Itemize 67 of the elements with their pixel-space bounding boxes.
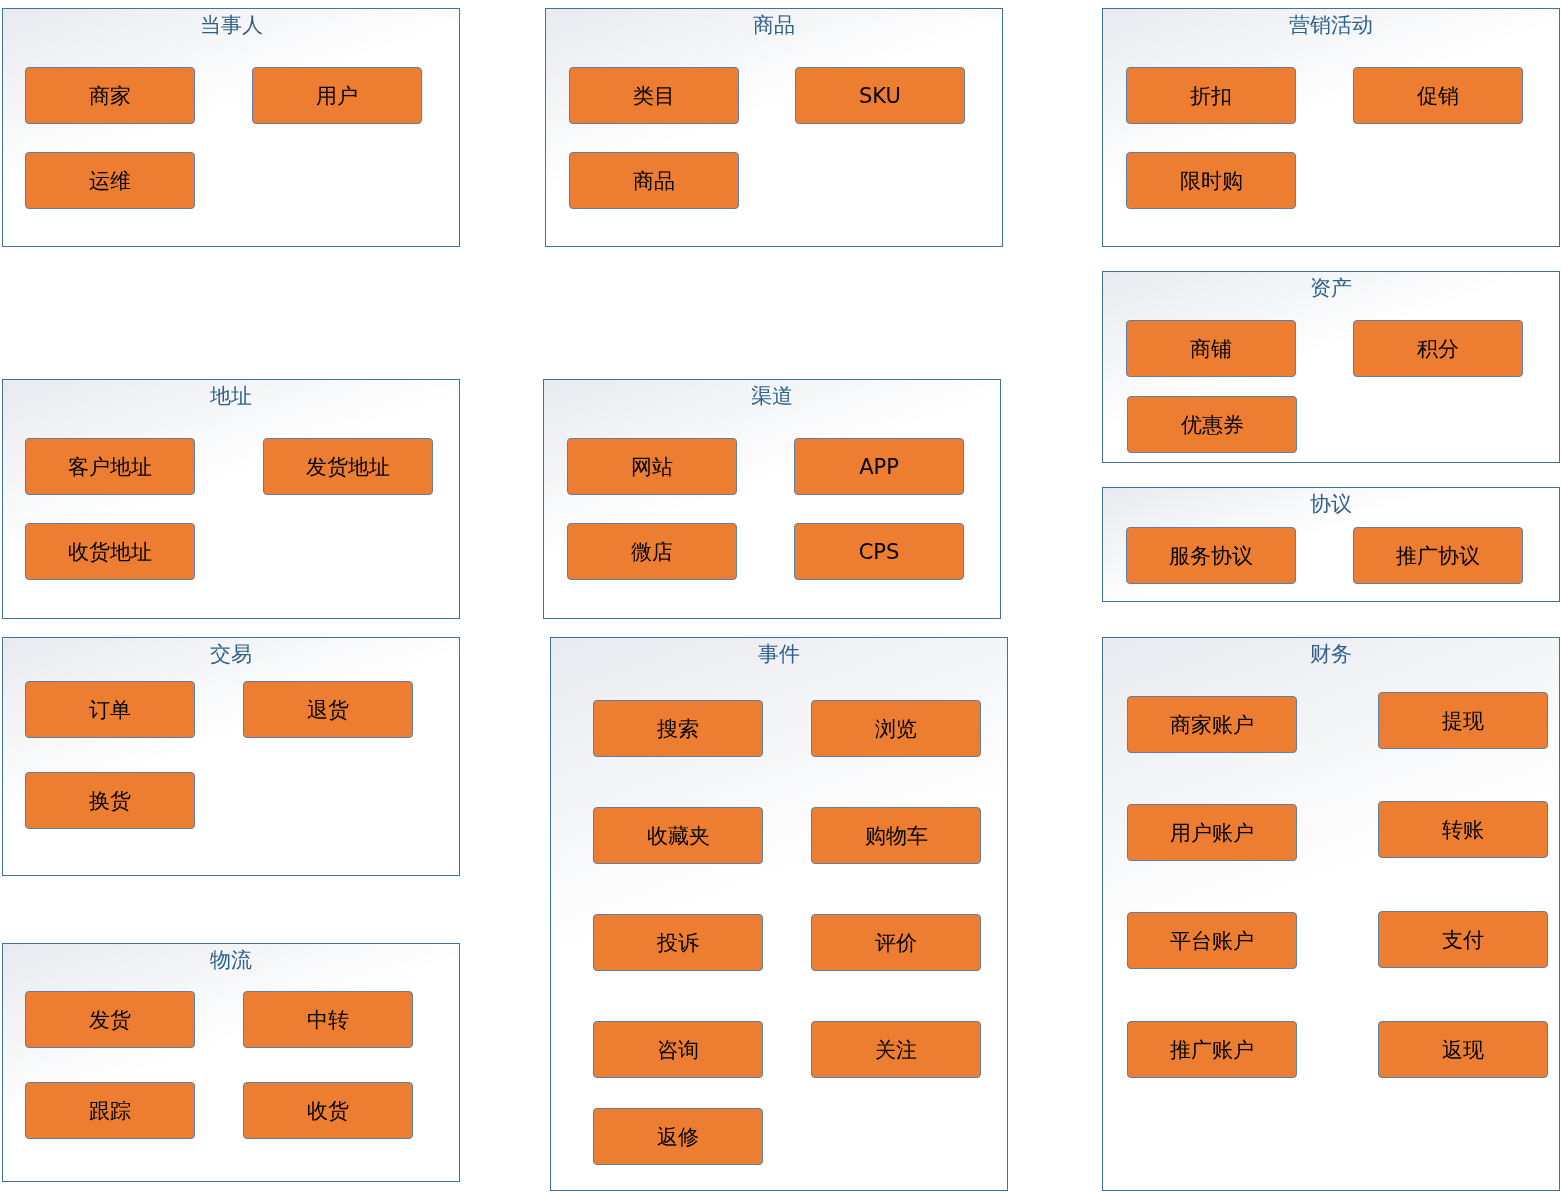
entity-box: 折扣	[1126, 67, 1296, 124]
group-title: 物流	[210, 947, 252, 974]
group-title: 财务	[1310, 641, 1352, 668]
entity-box: 中转	[243, 991, 413, 1048]
entity-box: 收货地址	[25, 523, 195, 580]
group-title: 资产	[1310, 275, 1352, 302]
entity-box: 用户账户	[1127, 804, 1297, 861]
entity-box: 退货	[243, 681, 413, 738]
entity-box: 评价	[811, 914, 981, 971]
group-title: 协议	[1310, 491, 1352, 518]
entity-box: 商铺	[1126, 320, 1296, 377]
entity-box: 平台账户	[1127, 912, 1297, 969]
group-panel	[545, 8, 1003, 247]
entity-box: 关注	[811, 1021, 981, 1078]
entity-box: 投诉	[593, 914, 763, 971]
group-title: 商品	[753, 12, 795, 39]
group-panel	[2, 379, 460, 619]
group-panel	[550, 637, 1008, 1191]
entity-box: 收藏夹	[593, 807, 763, 864]
entity-box: 搜索	[593, 700, 763, 757]
group-title: 当事人	[199, 12, 263, 39]
entity-box: 商家	[25, 67, 195, 124]
group-title: 渠道	[751, 383, 793, 410]
entity-box: 商家账户	[1127, 696, 1297, 753]
entity-box: 运维	[25, 152, 195, 209]
entity-box: 返现	[1378, 1021, 1548, 1078]
entity-box: 购物车	[811, 807, 981, 864]
group-title: 营销活动	[1289, 12, 1373, 39]
entity-box: 积分	[1353, 320, 1523, 377]
entity-box: 促销	[1353, 67, 1523, 124]
entity-box: 用户	[252, 67, 422, 124]
entity-box: 类目	[569, 67, 739, 124]
group-panel	[2, 8, 460, 247]
group-panel	[2, 943, 460, 1182]
entity-box: 网站	[567, 438, 737, 495]
group-panel	[543, 379, 1001, 619]
entity-box: APP	[794, 438, 964, 495]
group-panel	[1102, 637, 1560, 1191]
entity-box: 订单	[25, 681, 195, 738]
entity-box: SKU	[795, 67, 965, 124]
entity-box: 优惠券	[1127, 396, 1297, 453]
group-panel	[2, 637, 460, 876]
entity-box: 限时购	[1126, 152, 1296, 209]
group-title: 事件	[758, 641, 800, 668]
entity-box: 转账	[1378, 801, 1548, 858]
entity-box: 跟踪	[25, 1082, 195, 1139]
entity-box: 换货	[25, 772, 195, 829]
entity-box: 咨询	[593, 1021, 763, 1078]
entity-box: 推广协议	[1353, 527, 1523, 584]
entity-box: 支付	[1378, 911, 1548, 968]
entity-box: CPS	[794, 523, 964, 580]
entity-box: 提现	[1378, 692, 1548, 749]
entity-box: 发货地址	[263, 438, 433, 495]
entity-box: 微店	[567, 523, 737, 580]
entity-box: 收货	[243, 1082, 413, 1139]
entity-box: 商品	[569, 152, 739, 209]
entity-box: 推广账户	[1127, 1021, 1297, 1078]
entity-box: 浏览	[811, 700, 981, 757]
entity-box: 发货	[25, 991, 195, 1048]
group-title: 交易	[210, 641, 252, 668]
group-panel	[1102, 487, 1560, 602]
group-panel	[1102, 8, 1560, 247]
entity-box: 服务协议	[1126, 527, 1296, 584]
group-panel	[1102, 271, 1560, 463]
group-title: 地址	[210, 383, 252, 410]
entity-box: 返修	[593, 1108, 763, 1165]
entity-box: 客户地址	[25, 438, 195, 495]
